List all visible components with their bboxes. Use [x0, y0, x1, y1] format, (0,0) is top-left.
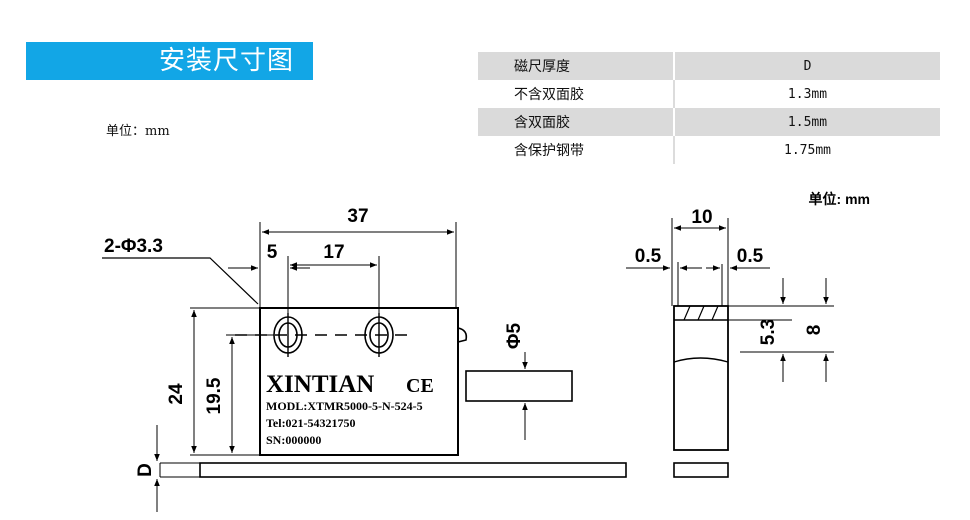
table-cell-label: 含保护钢带 — [478, 136, 675, 164]
table-row: 含双面胶 1.5mm — [478, 108, 940, 136]
table-cell-value: 1.3mm — [674, 80, 940, 108]
page-title: 安装尺寸图 — [159, 46, 295, 76]
table-row: 磁尺厚度 D — [478, 52, 940, 80]
dim-cable-dia: Φ5 — [504, 322, 525, 349]
dim-side-inner: 5.3 — [758, 319, 779, 345]
cable — [465, 370, 573, 402]
dim-hole-height: 19.5 — [204, 377, 225, 414]
dim-side-left-gap: 0.5 — [635, 246, 662, 267]
dim-side-outer: 8 — [804, 325, 825, 336]
magnetic-tape — [199, 462, 627, 478]
hole-callout: 2-Φ3.3 — [104, 236, 163, 257]
sensor-tel: Tel:021-54321750 — [266, 416, 356, 430]
table-cell-label: 不含双面胶 — [478, 80, 675, 108]
sensor-ce-mark: CE — [406, 375, 434, 397]
title-banner: 安装尺寸图 — [26, 42, 313, 80]
dim-hole-spacing: 17 — [323, 242, 344, 263]
table-cell-value: 1.5mm — [674, 108, 940, 136]
drawing-unit-label: 单位: mm — [809, 191, 870, 207]
dim-side-width: 10 — [691, 207, 712, 228]
table-cell-label: 磁尺厚度 — [478, 52, 675, 80]
sensor-sn: SN:000000 — [266, 433, 321, 447]
dim-side-right-gap: 0.5 — [737, 246, 764, 267]
table-cell-value: 1.75mm — [674, 136, 940, 164]
dim-height: 24 — [166, 383, 187, 405]
side-view-tape — [673, 462, 729, 478]
sensor-body — [259, 307, 459, 456]
thickness-table: 磁尺厚度 D 不含双面胶 1.3mm 含双面胶 1.5mm 含保护钢带 1.75… — [478, 52, 940, 164]
table-row: 不含双面胶 1.3mm — [478, 80, 940, 108]
side-view-body — [673, 305, 729, 451]
unit-label: 单位：mm — [106, 124, 170, 139]
table-row: 含保护钢带 1.75mm — [478, 136, 940, 164]
dim-overall-length: 37 — [347, 206, 368, 227]
sensor-brand: XINTIAN — [266, 371, 374, 398]
sensor-model: MODL:XTMR5000-5-N-524-5 — [266, 399, 423, 413]
dim-hole-offset: 5 — [267, 242, 278, 263]
table-cell-value: D — [674, 52, 940, 80]
dim-tape-thickness: D — [135, 463, 156, 477]
table-cell-label: 含双面胶 — [478, 108, 675, 136]
